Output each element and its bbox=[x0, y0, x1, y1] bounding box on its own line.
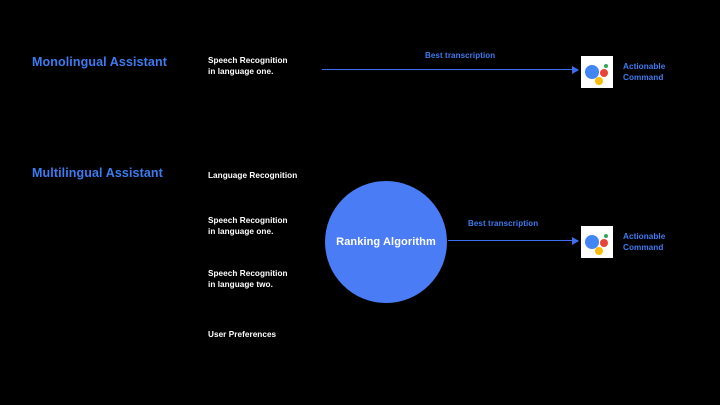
assistant-dot-blue-icon bbox=[585, 235, 599, 249]
arrow-head bbox=[572, 236, 579, 245]
ranking-algorithm-label: Ranking Algorithm bbox=[336, 236, 436, 248]
output-assistant-monolingual: Actionable Command bbox=[581, 56, 665, 88]
arrow-shaft bbox=[448, 240, 578, 242]
assistant-dot-yellow-icon bbox=[594, 247, 603, 255]
input-label-language-recognition: Language Recognition bbox=[208, 171, 298, 180]
arrow-label-best-transcription-multilingual: Best transcription bbox=[468, 219, 539, 228]
input-label-speech-recognition-language-two: Speech Recognition in language two. bbox=[208, 269, 288, 289]
assistant-dot-red-icon bbox=[600, 69, 608, 77]
assistant-dot-red-icon bbox=[600, 239, 608, 247]
google-assistant-logo-icon bbox=[581, 56, 613, 88]
input-label-speech-recognition-language-one: Speech Recognition in language one. bbox=[208, 56, 288, 76]
input-label-user-preferences: User Preferences bbox=[208, 330, 277, 339]
output-caption-monolingual: Actionable Command bbox=[623, 62, 666, 82]
ranking-algorithm-node: Ranking Algorithm bbox=[325, 181, 447, 303]
arrow-shaft bbox=[322, 69, 578, 71]
assistant-dot-green-icon bbox=[603, 63, 608, 68]
output-caption-multilingual: Actionable Command bbox=[623, 232, 666, 252]
section-title-multilingual: Multilingual Assistant bbox=[32, 166, 163, 180]
arrow-monolingual-to-output bbox=[322, 65, 579, 75]
assistant-dot-yellow-icon bbox=[594, 77, 603, 85]
assistant-dot-blue-icon bbox=[585, 65, 599, 79]
section-title-monolingual: Monolingual Assistant bbox=[32, 55, 167, 69]
arrow-label-best-transcription-monolingual: Best transcription bbox=[425, 51, 496, 60]
google-assistant-logo-icon bbox=[581, 226, 613, 258]
arrow-head bbox=[572, 65, 579, 74]
assistant-dot-green-icon bbox=[603, 233, 608, 238]
output-assistant-multilingual: Actionable Command bbox=[581, 226, 665, 258]
input-label-speech-recognition-language-one-multi: Speech Recognition in language one. bbox=[208, 216, 288, 236]
arrow-ranking-to-output bbox=[448, 236, 579, 246]
